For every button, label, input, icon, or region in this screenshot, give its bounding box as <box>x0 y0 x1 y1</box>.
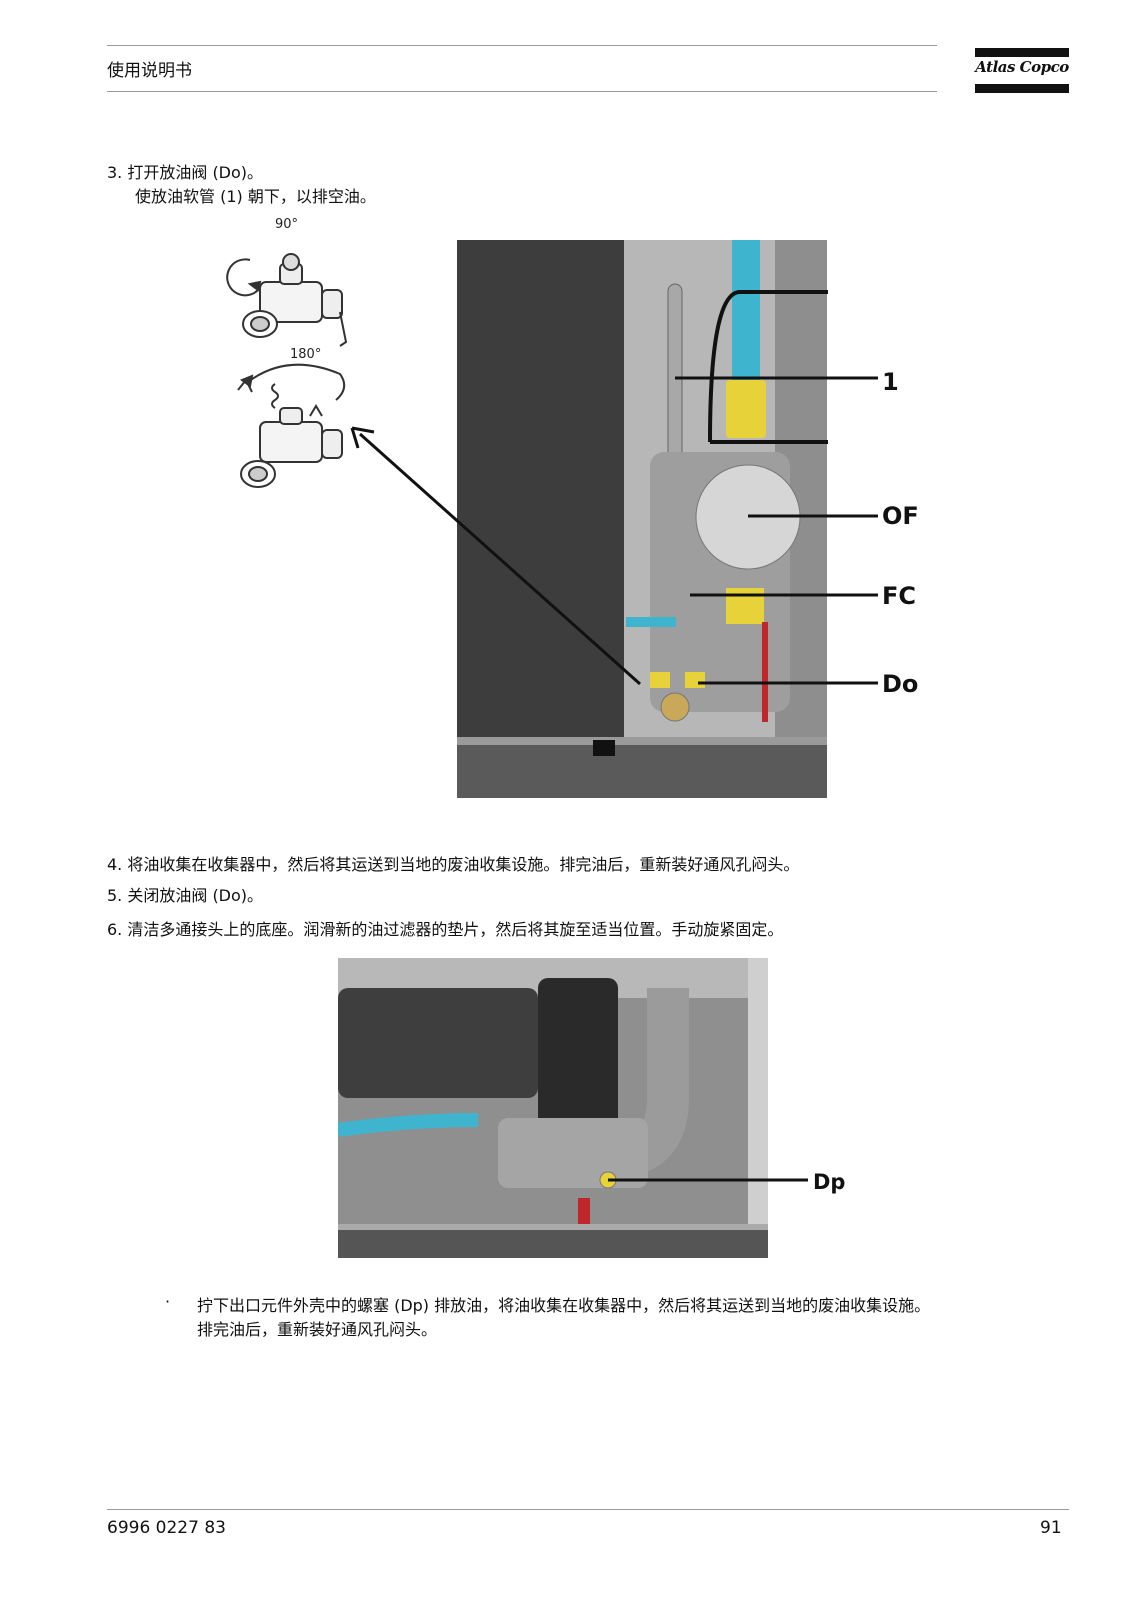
page-number: 91 <box>1040 1518 1062 1538</box>
step-6: 6. 清洁多通接头上的底座。润滑新的油过滤器的垫片，然后将其旋至适当位置。手动旋… <box>107 920 784 939</box>
logo-text: Atlas Copco <box>975 58 1069 76</box>
valve-open-90-icon <box>226 253 348 347</box>
atlas-copco-logo: Atlas Copco <box>975 48 1069 94</box>
label-fc: FC <box>882 582 916 610</box>
doc-number: 6996 0227 83 <box>107 1518 226 1538</box>
pointer-arrow <box>350 426 641 686</box>
angle-180-label: 180° <box>290 347 321 362</box>
step-4: 4. 将油收集在收集器中，然后将其运送到当地的废油收集设施。排完油后，重新装好通… <box>107 855 800 874</box>
label-drain-valve: Do <box>882 670 918 698</box>
label-hose-1: 1 <box>882 368 899 396</box>
manual-title: 使用说明书 <box>107 61 192 81</box>
drain-valve-figure: 90° 180° <box>226 217 919 798</box>
bullet-line-2: 排完油后，重新装好通风孔闷头。 <box>197 1320 438 1339</box>
drain-plug-figure: Dp <box>338 958 845 1258</box>
step-5: 5. 关闭放油阀 (Do)。 <box>107 886 264 905</box>
step-3-detail: 使放油软管 (1) 朝下，以排空油。 <box>135 187 376 206</box>
header-top-rule <box>107 45 937 46</box>
outlet-element-photo <box>338 958 768 1258</box>
bullet-line-1: 拧下出口元件外壳中的螺塞 (Dp) 排放油，将油收集在收集器中，然后将其运送到当… <box>197 1296 931 1315</box>
label-oil-filter: OF <box>882 502 919 530</box>
bullet-mark: · <box>165 1292 171 1311</box>
header-bottom-rule <box>107 91 937 92</box>
machine-drain-photo <box>457 240 828 798</box>
label-drain-plug: Dp <box>813 1170 845 1194</box>
angle-90-label: 90° <box>275 217 298 232</box>
step-3-title: 3. 打开放油阀 (Do)。 <box>107 163 264 182</box>
footer-rule <box>107 1509 1069 1510</box>
valve-open-180-icon <box>237 363 346 488</box>
